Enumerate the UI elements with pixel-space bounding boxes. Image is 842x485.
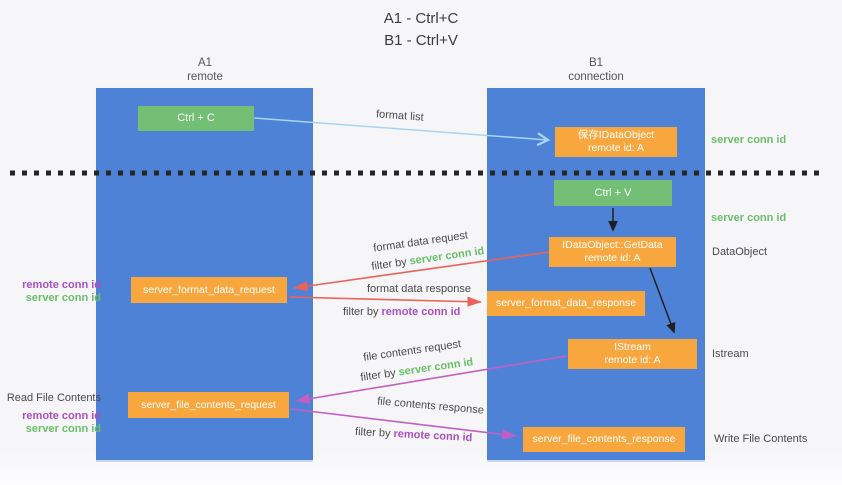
server-file-contents-response-node: server_file_contents_response bbox=[523, 427, 685, 452]
idataobject-getdata-subtitle: remote id: A bbox=[584, 252, 641, 264]
lifeline-b1-role: connection bbox=[568, 71, 624, 83]
format-data-response-arrow bbox=[288, 296, 482, 307]
lifeline-a1-id: A1 bbox=[197, 57, 213, 69]
lifeline-b1-id: B1 bbox=[588, 57, 604, 69]
save-idataobject-node: 保存IDataObject remote id: A bbox=[555, 127, 677, 157]
idataobject-getdata-node: IDataObject::GetData remote id: A bbox=[549, 237, 676, 267]
istream-node-text: IStream remote id: A bbox=[604, 341, 660, 367]
ctrl-c-label: Ctrl + C bbox=[177, 112, 215, 124]
title-line-b1: B1 - Ctrl+V bbox=[384, 32, 458, 49]
read-file-contents-annotation: Read File Contents bbox=[6, 392, 101, 404]
server-conn-id-key: server conn id bbox=[397, 356, 475, 379]
save-idataobject-title: 保存IDataObject bbox=[577, 129, 655, 141]
server-format-data-response-node: server_format_data_response bbox=[487, 291, 645, 316]
server-conn-id-annotation-top: server conn id bbox=[711, 134, 787, 146]
remote-conn-id-key: remote conn id bbox=[393, 427, 473, 445]
istream-annotation: Istream bbox=[712, 348, 749, 360]
server-conn-id-annotation-2: server conn id bbox=[25, 423, 101, 435]
lifeline-header-b1: B1 connection bbox=[536, 56, 656, 84]
ctrl-v-label: Ctrl + V bbox=[594, 186, 632, 199]
filter-by-text: filter by bbox=[359, 366, 400, 384]
server-format-data-request-label: server_format_data_request bbox=[143, 283, 275, 296]
remote-conn-id-key: remote conn id bbox=[381, 306, 461, 318]
file-contents-response-filter-label: filter by remote conn id bbox=[355, 426, 473, 444]
remote-conn-id-annotation-2: remote conn id bbox=[22, 410, 101, 422]
istream-node: IStream remote id: A bbox=[568, 339, 697, 369]
lifeline-header-a1: A1 remote bbox=[145, 56, 265, 84]
save-idataobject-subtitle: remote id: A bbox=[587, 142, 644, 154]
lifeline-a1-role: remote bbox=[187, 71, 223, 83]
server-conn-id-annotation-1: server conn id bbox=[25, 292, 101, 304]
filter-by-text: filter by bbox=[354, 425, 394, 440]
istream-node-subtitle: remote id: A bbox=[604, 354, 661, 366]
save-idataobject-text: 保存IDataObject remote id: A bbox=[578, 129, 654, 155]
format-data-response-filter-label: filter by remote conn id bbox=[343, 306, 460, 318]
format-data-response-arrow-label: format data response bbox=[367, 283, 471, 295]
format-list-arrow-label: format list bbox=[375, 108, 425, 124]
remote-conn-id-annotation-1: remote conn id bbox=[22, 279, 101, 291]
idataobject-getdata-text: IDataObject::GetData remote id: A bbox=[562, 239, 662, 265]
istream-node-title: IStream bbox=[614, 341, 651, 353]
filter-by-text: filter by bbox=[370, 255, 411, 273]
server-conn-id-key: server conn id bbox=[408, 245, 486, 268]
ctrl-c-node: Ctrl + C bbox=[138, 106, 254, 131]
diagram-title: A1 - Ctrl+C B1 - Ctrl+V bbox=[0, 8, 842, 52]
file-contents-response-arrow-label: file contents response bbox=[376, 395, 485, 417]
server-format-data-response-label: server_format_data_response bbox=[495, 297, 637, 309]
server-file-contents-response-label: server_file_contents_response bbox=[532, 433, 676, 445]
dataobject-annotation: DataObject bbox=[712, 246, 768, 258]
server-file-contents-request-node: server_file_contents_request bbox=[128, 392, 289, 418]
server-conn-id-annotation-mid: server conn id bbox=[711, 212, 787, 224]
write-file-contents-annotation: Write File Contents bbox=[714, 433, 808, 445]
server-format-data-request-node: server_format_data_request bbox=[131, 277, 287, 303]
title-line-a1: A1 - Ctrl+C bbox=[383, 10, 459, 27]
filter-by-text: filter by bbox=[343, 306, 382, 318]
server-file-contents-request-label: server_file_contents_request bbox=[141, 398, 276, 411]
ctrl-v-node: Ctrl + V bbox=[554, 180, 672, 206]
idataobject-getdata-title: IDataObject::GetData bbox=[562, 239, 663, 251]
